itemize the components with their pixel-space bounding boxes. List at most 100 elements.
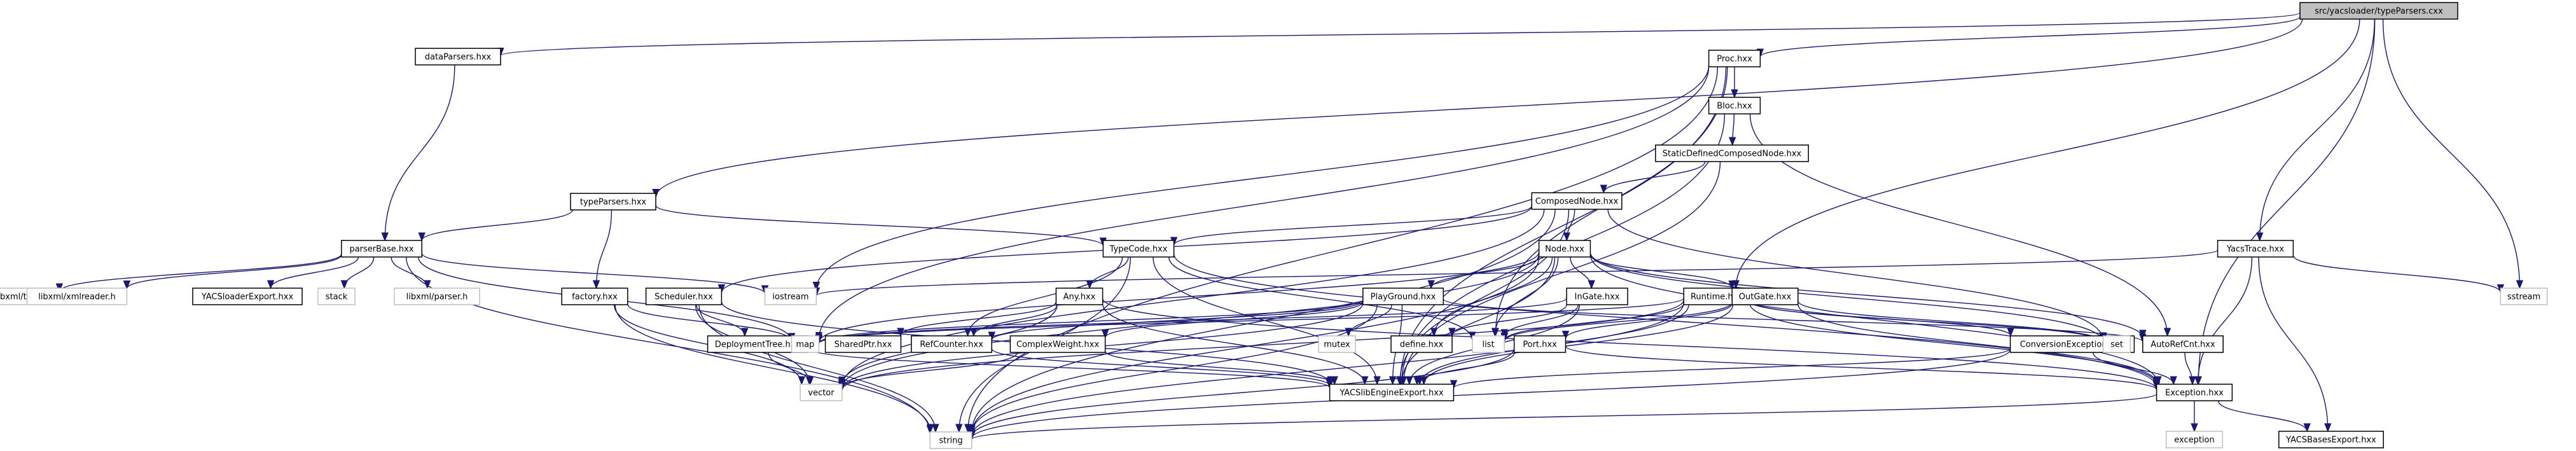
node-label: RefCounter.hxx (920, 340, 983, 350)
edge-port-to-string (972, 348, 1515, 437)
edge-typeparsers-to-parserbase (422, 209, 573, 241)
node-sharedptr[interactable]: SharedPtr.hxx (824, 335, 902, 353)
node-label: set (2110, 340, 2123, 350)
edge-yacstrace-to-yacsbasesexport (2258, 256, 2328, 431)
node-box (1329, 384, 1455, 401)
node-box (1513, 335, 1567, 353)
node-label: PlayGround.hxx (1371, 293, 1436, 302)
node-port[interactable]: Port.hxx (1513, 335, 1567, 353)
edge-parserbase-to-iostream (421, 253, 765, 294)
node-mutex: mutex (1318, 335, 1356, 353)
edge-parserbase-to-stack (344, 256, 375, 289)
node-label: StaticDefinedComposedNode.hxx (1663, 149, 1802, 159)
node-libxml-parser: libxml/parser.h (394, 288, 480, 305)
edge-dataparsers-to-parserbase (385, 64, 455, 240)
node-box (824, 335, 902, 353)
edge-parserbase-to-yacsloaderexport (271, 256, 359, 289)
edge-conversionexception-to-string (972, 349, 2011, 438)
node-yacslibengineexport[interactable]: YACSlibEngineExport.hxx (1329, 384, 1455, 401)
node-label: Bloc.hxx (1717, 102, 1752, 111)
node-yacstrace[interactable]: YacsTrace.hxx (2217, 240, 2294, 258)
node-box (341, 240, 422, 258)
node-root[interactable]: src/yacsloader/typeParsers.cxx (2299, 2, 2458, 20)
edge-root-to-exception (2198, 18, 2376, 384)
edge-playground-to-mutex (1348, 304, 1392, 337)
edge-typecode-to-list (1168, 256, 1472, 340)
node-box (1472, 335, 1505, 353)
node-composednode[interactable]: ComposedNode.hxx (1531, 192, 1623, 210)
node-box (2156, 384, 2233, 401)
node-yacsbasesexport[interactable]: YACSBasesExport.hxx (2278, 431, 2384, 448)
edge-typecode-to-refcounter (967, 256, 1123, 336)
node-typecode[interactable]: TypeCode.hxx (1102, 240, 1175, 258)
node-proc[interactable]: Proc.hxx (1708, 50, 1761, 67)
node-typeparsers[interactable]: typeParsers.hxx (570, 193, 656, 211)
node-label: exception (2174, 436, 2215, 445)
edge-proc-to-map (819, 66, 1710, 340)
node-factory[interactable]: factory.hxx (561, 288, 628, 305)
node-box (192, 288, 303, 305)
node-box (1708, 50, 1761, 67)
edge-refcounter-to-yacslibengineexport (991, 348, 1329, 386)
edge-root-to-proc (1760, 16, 2301, 57)
edge-deploymenttree-to-yacslibengineexport (807, 347, 1329, 389)
node-deploymenttree[interactable]: DeploymentTree.hxx (707, 335, 808, 353)
node-define[interactable]: define.hxx (1390, 335, 1453, 353)
node-autorefcnt[interactable]: AutoRefCnt.hxx (2142, 335, 2224, 353)
node-scheduler[interactable]: Scheduler.hxx (645, 288, 723, 305)
node-box (1009, 335, 1106, 353)
node-label: factory.hxx (572, 293, 618, 302)
node-ingate[interactable]: InGate.hxx (1566, 288, 1628, 305)
node-staticdefinedcomposednode[interactable]: StaticDefinedComposedNode.hxx (1655, 144, 1809, 162)
node-parserbase[interactable]: parserBase.hxx (341, 240, 422, 258)
node-box (2102, 335, 2131, 353)
edge-complexweight-to-vector (842, 352, 1018, 389)
node-label: Scheduler.hxx (654, 293, 713, 302)
edge-any-to-yacslibengineexport (1102, 303, 1365, 384)
node-box (800, 384, 843, 401)
node-box (764, 288, 817, 305)
node-refcounter[interactable]: RefCounter.hxx (911, 335, 992, 353)
node-node[interactable]: Node.hxx (1538, 240, 1591, 258)
node-label: ComposedNode.hxx (1535, 197, 1619, 207)
node-any[interactable]: Any.hxx (1055, 288, 1104, 305)
edge-playground-to-map (819, 299, 1364, 343)
node-label: Exception.hxx (2165, 389, 2224, 398)
node-box (2217, 240, 2294, 258)
edge-typeparsers-to-typecode (655, 205, 1103, 246)
edge-composednode-to-node (1567, 209, 1575, 240)
node-label: YACSloaderExport.hxx (201, 293, 294, 302)
edge-typeparsers-to-factory (597, 209, 613, 288)
edge-port-to-yacslibengineexport (1417, 352, 1515, 385)
node-label: define.hxx (1400, 340, 1444, 350)
node-label: OutGate.hxx (1739, 293, 1792, 302)
node-box (570, 193, 656, 211)
edge-outgate-to-set (1797, 300, 2103, 343)
node-label: DeploymentTree.hxx (715, 340, 801, 350)
node-box (394, 288, 480, 305)
node-playground[interactable]: PlayGround.hxx (1362, 288, 1444, 305)
node-label: stack (326, 293, 348, 302)
edge-composednode-to-set (1607, 209, 2103, 340)
edge-root-to-runtime (1736, 18, 2360, 288)
node-label: sstream (2507, 293, 2540, 302)
node-bloc[interactable]: Bloc.hxx (1708, 97, 1761, 114)
node-label: AutoRefCnt.hxx (2150, 340, 2215, 350)
edge-parserbase-to-libxml_parser (391, 256, 427, 289)
node-dataparsers[interactable]: dataParsers.hxx (415, 48, 501, 66)
node-outgate[interactable]: OutGate.hxx (1731, 288, 1799, 305)
node-label: Node.hxx (1545, 245, 1584, 254)
node-box (1566, 288, 1628, 305)
node-set: set (2102, 335, 2131, 353)
edge-proc-to-yacslibengineexport (1400, 66, 1727, 384)
node-exception[interactable]: Exception.hxx (2156, 384, 2233, 401)
node-yacsloaderexport[interactable]: YACSloaderExport.hxx (192, 288, 303, 305)
node-box (2166, 431, 2223, 448)
node-complexweight[interactable]: ComplexWeight.hxx (1009, 335, 1106, 353)
edge-staticdefinedcomposednode-to-composednode (1603, 161, 1706, 193)
edge-outgate-to-yacslibengineexport (1424, 304, 1734, 384)
node-stack: stack (317, 288, 356, 305)
edge-proc-to-string (968, 66, 1719, 432)
edge-root-to-dataparsers (501, 12, 2301, 57)
